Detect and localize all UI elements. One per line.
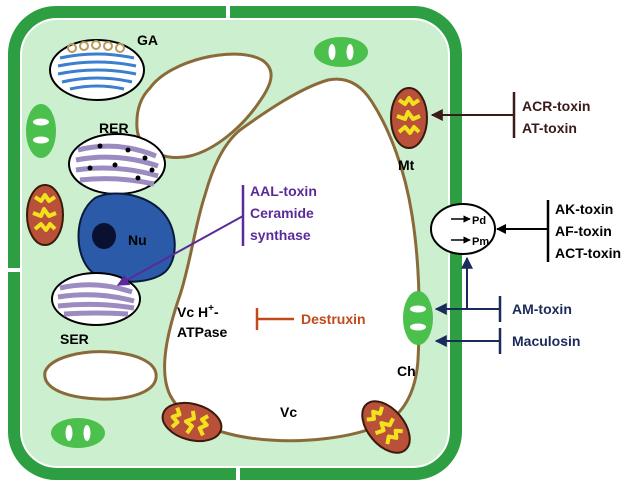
ch-label: Ch	[397, 363, 416, 379]
smooth-er	[51, 272, 141, 326]
vc-atpase-line2: ATPase	[177, 324, 228, 340]
small-vacuole-top	[135, 52, 273, 159]
acr-toxin-label: ACR-toxin	[522, 98, 590, 114]
wall-gap-bottom	[236, 466, 240, 480]
wall-gap-top	[226, 6, 230, 20]
membrane-targets	[430, 203, 496, 255]
chloroplast-top	[314, 37, 368, 67]
nucleus	[77, 192, 176, 283]
golgi-apparatus	[49, 39, 145, 101]
mitochondrion-left	[25, 183, 65, 247]
wall-gap-left	[8, 268, 22, 272]
nucleus-label: Nu	[128, 232, 147, 248]
mt-label: Mt	[398, 157, 415, 173]
ser-label: SER	[60, 331, 89, 347]
vc-label: Vc	[280, 404, 297, 420]
aal-toxin-label: AAL-toxin	[250, 183, 317, 199]
small-vacuole-bottom	[43, 350, 158, 401]
rough-er	[68, 133, 166, 195]
maculosin-label: Maculosin	[512, 333, 580, 349]
chloroplast-bottom	[51, 418, 105, 448]
rer-label: RER	[99, 120, 129, 136]
at-toxin-label: AT-toxin	[522, 120, 577, 136]
chloroplast-left	[26, 104, 56, 158]
act-toxin-label: ACT-toxin	[555, 245, 621, 261]
am-toxin-label: AM-toxin	[512, 301, 572, 317]
chloroplast-right	[403, 291, 433, 345]
pd-label: Pd	[472, 215, 486, 227]
destruxin-label: Destruxin	[301, 311, 366, 327]
pm-label: Pm	[472, 236, 489, 248]
mitochondrion-right	[389, 86, 429, 150]
vc-atpase-line1: Vc H+-	[177, 303, 219, 320]
ak-toxin-label: AK-toxin	[555, 201, 613, 217]
af-toxin-label: AF-toxin	[555, 223, 612, 239]
ceramide-label: Ceramide	[250, 205, 314, 221]
golgi-label: GA	[137, 32, 158, 48]
aal-arrow	[116, 215, 244, 286]
synthase-label: synthase	[250, 227, 311, 243]
